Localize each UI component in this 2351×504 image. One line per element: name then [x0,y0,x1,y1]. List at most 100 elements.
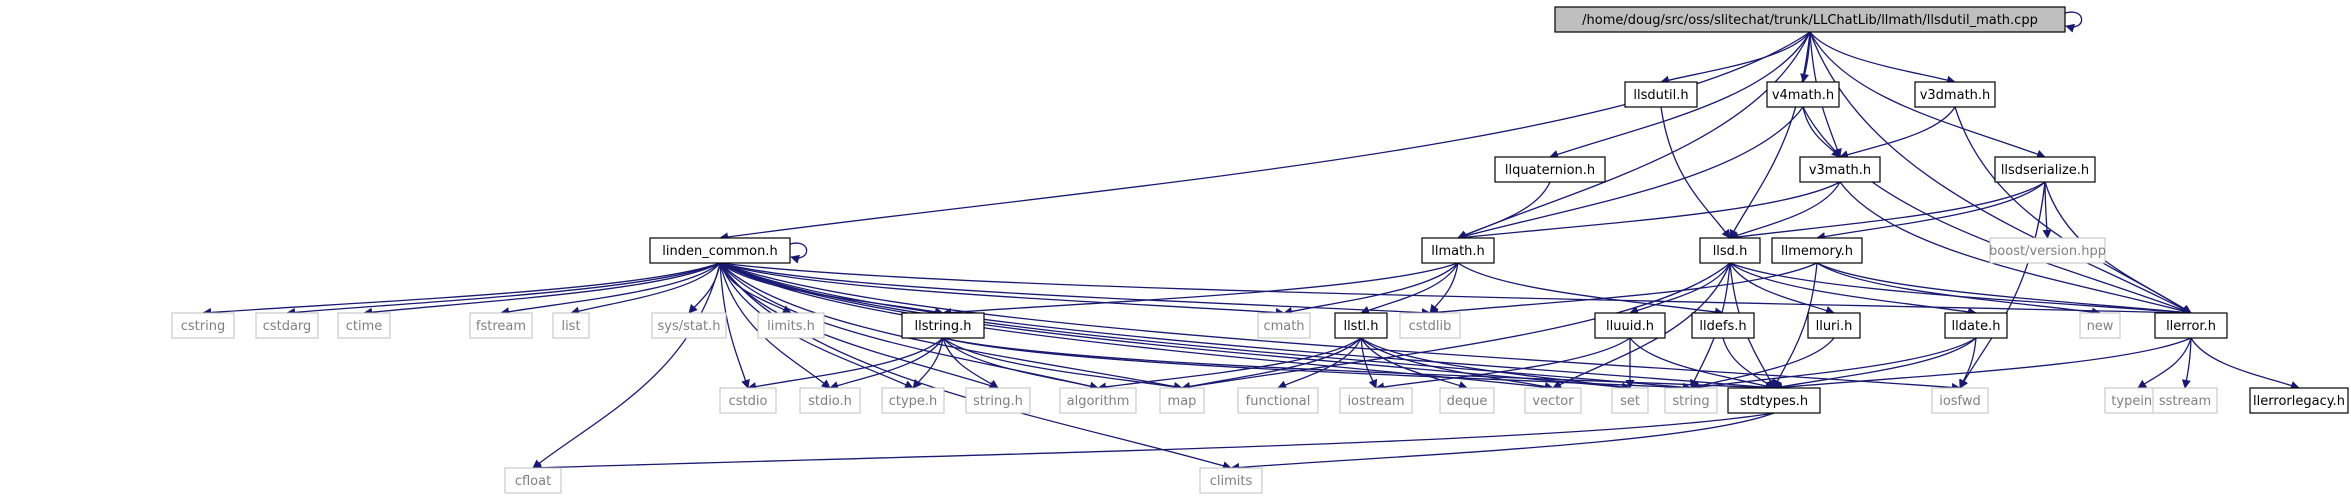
node-label: stdio.h [808,394,852,409]
edge-llstl-to-iostream [1360,337,1378,389]
node-cstdarg: cstdarg [255,312,319,339]
node-lluuid[interactable]: lluuid.h [1594,312,1666,339]
node-box [719,387,777,414]
node-v3math[interactable]: v3math.h [1799,156,1881,183]
node-label: cfloat [515,474,551,489]
edge-llsd-to-map [1181,262,1731,392]
edge-llstring-to-stdio_h [829,337,944,390]
node-label: lldefs.h [1699,319,1746,334]
node-cfloat: cfloat [504,467,562,494]
node-label: llerror.h [2166,319,2216,334]
node-box [651,312,727,339]
edge-v4math-to-llerror [1802,106,2192,315]
node-label: stdtypes.h [1740,394,1808,409]
edge-root-to-llsd [1729,31,1811,239]
node-label: cstdarg [263,319,312,334]
node-label: fstream [476,319,526,334]
node-vector: vector [1524,387,1582,414]
edge-stdtypes-to-cfloat [532,412,1775,473]
node-root[interactable]: /home/doug/src/oss/slitechat/trunk/LLCha… [1554,6,2066,33]
edge-v3math-to-llsd [1729,181,1841,240]
node-label: iosfwd [1939,394,1981,409]
edge-linden_common-to-list [570,262,721,316]
node-box [1611,387,1649,414]
node-linden_common[interactable]: linden_common.h [649,237,791,264]
node-label: new [2087,319,2114,334]
node-label: map [1168,394,1197,409]
node-llsd[interactable]: llsd.h [1699,237,1761,264]
edge-linden_common-to-cfloat [532,262,721,469]
node-label: llquaternion.h [1505,163,1595,178]
edge-lluri-to-string [1690,337,1835,391]
node-stdtypes[interactable]: stdtypes.h [1727,387,1821,414]
edge-linden_common-to-llerror [719,262,2192,318]
node-sys_stat: sys/stat.h [651,312,727,339]
node-label: llsdutil.h [1633,88,1688,103]
node-label: lluri.h [1816,319,1853,334]
node-llquaternion[interactable]: llquaternion.h [1494,156,1606,183]
node-label: ctime [346,319,383,334]
node-llerrorlegacy[interactable]: llerrorlegacy.h [2249,387,2349,414]
node-limits_h: limits.h [757,312,825,339]
node-box [1931,387,1989,414]
edge-llmemory-to-cstdlib [1429,262,1818,317]
node-llsdserialize[interactable]: llsdserialize.h [1994,156,2096,183]
node-v3dmath[interactable]: v3dmath.h [1914,81,1996,108]
node-box [255,312,319,339]
edge-root-to-v3dmath [1809,31,1956,85]
edge-lldate-to-string [1690,337,1977,392]
edge-linden_common-to-ctype_h [719,262,914,389]
node-label: boost/version.hpp [1989,244,2106,259]
edge-v4math-to-v3math [1802,106,1841,158]
node-box [1799,156,1881,183]
node-iosfwd: iosfwd [1931,387,1989,414]
node-label: lluuid.h [1606,319,1654,334]
node-label: llsdserialize.h [2001,163,2089,178]
node-label: llsd.h [1713,244,1748,259]
node-box [1664,387,1718,414]
edge-linden_common-to-llstring [719,262,944,317]
edge-lluuid-to-iostream [1375,337,1631,392]
node-llmemory[interactable]: llmemory.h [1771,237,1863,264]
node-label: climits [1210,474,1253,489]
node-llerror[interactable]: llerror.h [2154,312,2228,339]
node-llsdutil[interactable]: llsdutil.h [1624,81,1698,108]
node-v4math[interactable]: v4math.h [1766,81,1840,108]
node-box [1691,312,1755,339]
node-box [1914,81,1996,108]
edge-llsdserialize-to-iosfwd [1959,181,2046,389]
node-box [1334,312,1388,339]
edge-llsd-to-lluuid [1629,262,1731,315]
node-lldefs[interactable]: lldefs.h [1691,312,1755,339]
node-box [1524,387,1582,414]
node-llstl[interactable]: llstl.h [1334,312,1388,339]
node-box [1159,387,1205,414]
node-lluri[interactable]: lluri.h [1807,312,1861,339]
edge-llstl-to-functional [1277,337,1362,389]
edge-llsd-to-vector [1552,262,1731,389]
edge-linden_common-to-cmath [719,262,1285,317]
node-llstring[interactable]: llstring.h [901,312,985,339]
edge-llsdserialize-to-boost_version [2042,181,2052,239]
node-label: linden_common.h [662,244,777,259]
node-box [1199,467,1263,494]
edge-root-to-llsdutil [1660,31,1811,85]
node-lldate[interactable]: lldate.h [1944,312,2008,339]
node-cmath: cmath [1257,312,1311,339]
node-box [1807,312,1861,339]
node-box [1994,156,2096,183]
node-box [1771,237,1863,264]
edge-linden_common-to-vector [719,262,1554,392]
node-box [1059,387,1137,414]
edge-llsd-to-llerror [1729,262,2192,317]
node-new: new [2079,312,2121,339]
node-fstream: fstream [469,312,533,339]
node-llmath[interactable]: llmath.h [1421,237,1495,264]
node-label: deque [1447,394,1488,409]
node-box [1399,312,1461,339]
edge-linden_common-to-cstdarg [286,262,721,317]
edge-lldefs-to-stdtypes [1722,337,1775,389]
edge-llsd-to-lluri [1729,262,1835,315]
edge-llstl-to-vector [1360,337,1554,391]
